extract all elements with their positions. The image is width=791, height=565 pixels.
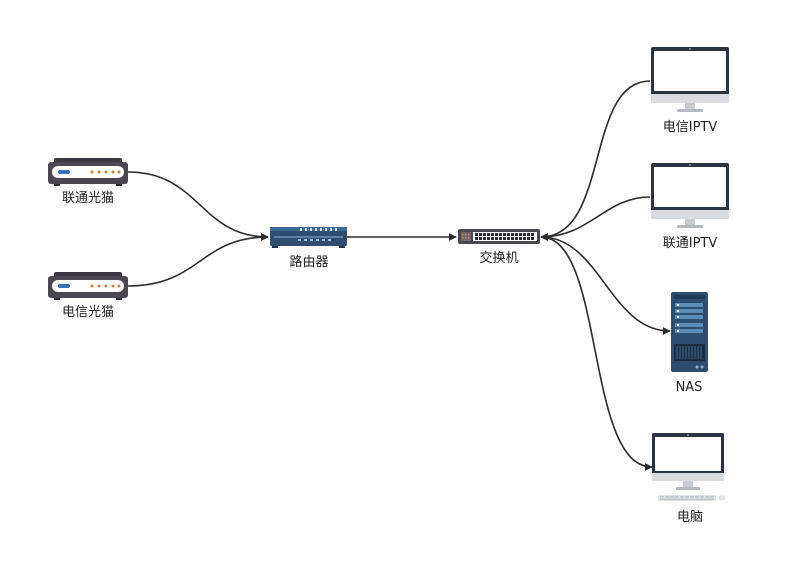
switch-label: 交换机: [479, 251, 519, 266]
router-label: 路由器: [289, 255, 329, 270]
telecom-optical-modem-icon[interactable]: [48, 272, 128, 300]
network-switch-icon[interactable]: [458, 229, 540, 244]
edge-switch-to-pc: [540, 236, 653, 471]
edge-switch-to-telecom-iptv: [540, 80, 651, 241]
telecom-modem-label: 电信光猫: [61, 305, 114, 320]
edge-switch-to-nas: [540, 236, 671, 335]
unicom-modem-label: 联通光猫: [61, 191, 114, 206]
nas-label: NAS: [675, 380, 703, 395]
unicom-optical-modem-icon[interactable]: [48, 158, 128, 186]
unicom-iptv-monitor-icon[interactable]: [651, 163, 729, 228]
edge-telecom-modem-to-router: [127, 233, 269, 287]
edge-unicom-modem-to-router: [127, 171, 269, 241]
connections: [127, 80, 671, 471]
edge-switch-to-unicom-iptv: [540, 196, 651, 241]
pc-label: 电脑: [676, 510, 703, 525]
telecom-iptv-monitor-icon[interactable]: [651, 47, 729, 112]
unicom-iptv-label: 联通IPTV: [662, 236, 718, 251]
nas-server-icon[interactable]: [671, 292, 708, 372]
desktop-computer-icon[interactable]: [652, 433, 726, 501]
router-icon[interactable]: [270, 227, 347, 248]
telecom-iptv-label: 电信IPTV: [662, 120, 718, 135]
